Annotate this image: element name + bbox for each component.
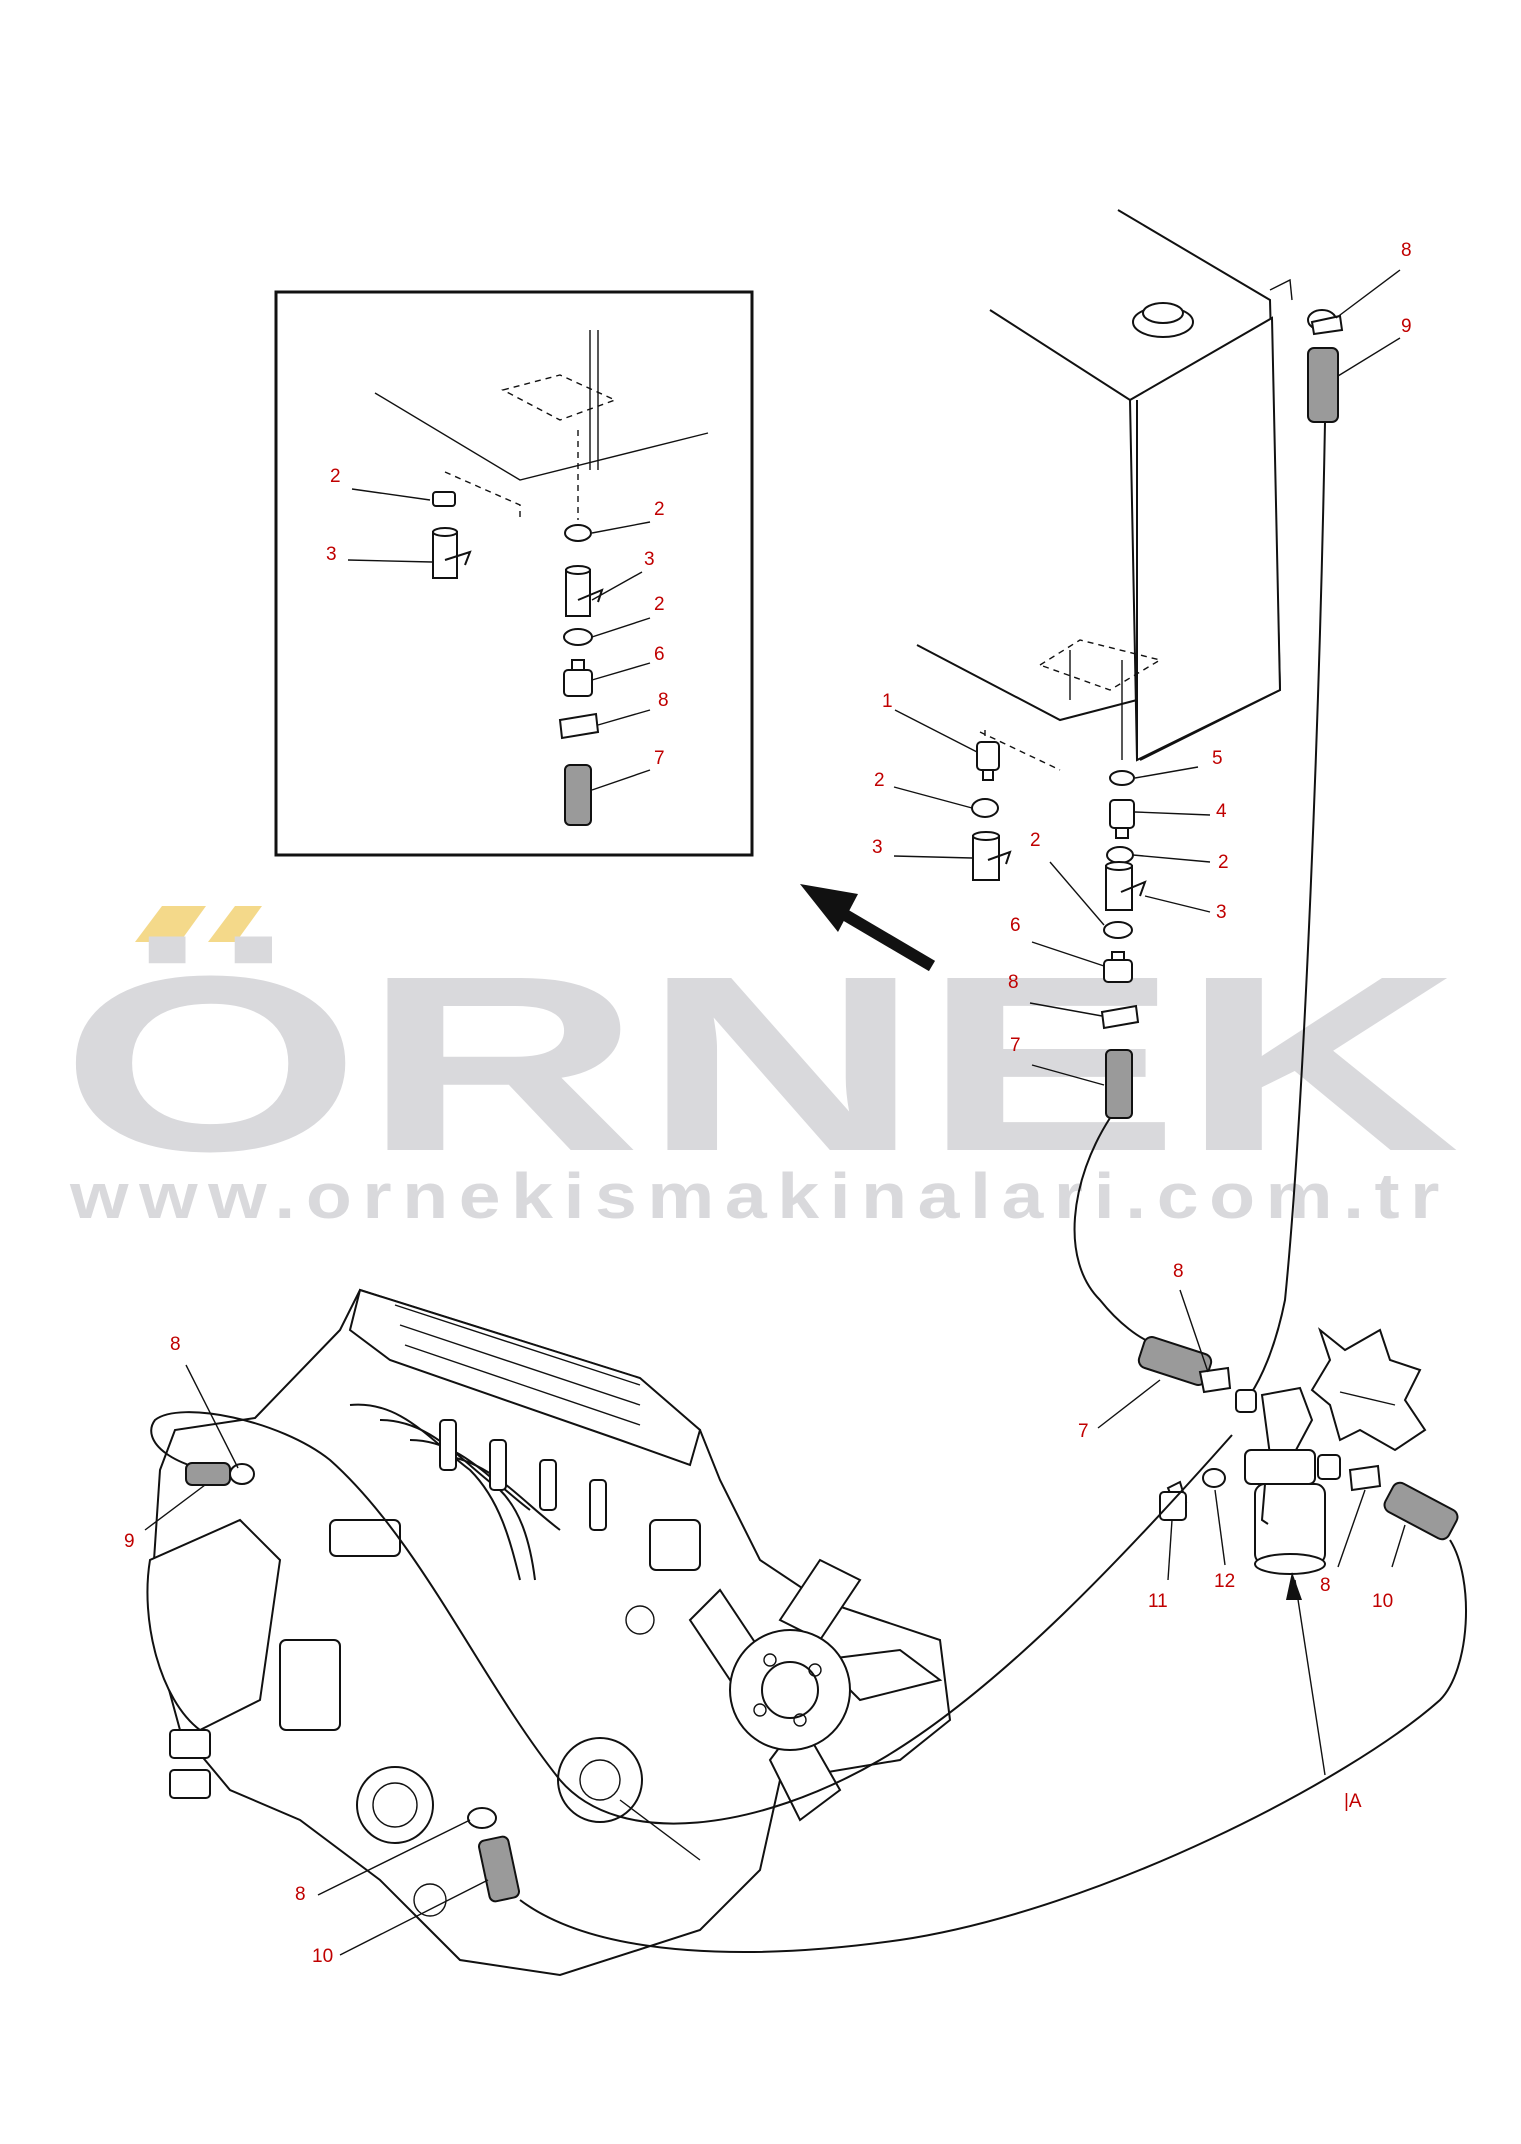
callout-filter-8b: 8 <box>1320 1575 1331 1596</box>
callout-engine-10: 10 <box>312 1946 333 1967</box>
callout-tank-9: 9 <box>1401 316 1412 337</box>
inset-frame <box>274 290 754 857</box>
callout-labels: 2 3 2 3 2 6 8 7 8 9 1 2 3 5 4 2 3 2 6 8 … <box>124 240 1412 1967</box>
callout-inset-7: 7 <box>654 748 665 769</box>
callout-inset-2c: 2 <box>654 594 665 615</box>
watermark-accent-left <box>135 906 206 942</box>
engine-feed-hose <box>477 1835 521 1903</box>
fuel-filter-assembly <box>1137 1327 1459 1575</box>
tank-left-fittings <box>971 741 1012 881</box>
callout-engine-9: 9 <box>124 1531 135 1552</box>
engine-return-hose <box>185 1462 231 1486</box>
callout-tank-2b: 2 <box>1218 852 1229 873</box>
callout-inset-8: 8 <box>658 690 669 711</box>
callout-inset-2b: 2 <box>654 499 665 520</box>
inset-left-fitting <box>432 491 472 579</box>
engine-fan <box>688 1558 943 1822</box>
filter-leaders <box>1097 1289 1406 1776</box>
callout-tank-3b: 3 <box>1216 902 1227 923</box>
callout-tank-3a: 3 <box>872 837 883 858</box>
callout-inset-3b: 3 <box>644 549 655 570</box>
callout-inset-3a: 3 <box>326 544 337 565</box>
callout-engine-8a: 8 <box>170 1334 181 1355</box>
callout-inset-2a: 2 <box>330 466 341 487</box>
callout-engine-8b: 8 <box>295 1884 306 1905</box>
callout-tank-8b: 8 <box>1008 972 1019 993</box>
fuel-tank <box>916 209 1293 771</box>
callout-filter-7: 7 <box>1078 1421 1089 1442</box>
watermark-accent-right <box>208 906 262 942</box>
watermark: ÖRNEK www.ornekismakinalari.com.tr <box>60 906 1460 1232</box>
filter-outlet-hose <box>1383 1481 1459 1541</box>
callout-inset-6: 6 <box>654 644 665 665</box>
filter-bowl <box>1254 1483 1326 1565</box>
inset-leaders <box>347 488 651 791</box>
inset-right-stack <box>558 524 604 826</box>
engine <box>146 1288 952 1977</box>
engine-leaders <box>144 1364 489 1956</box>
callout-filter-11: 11 <box>1148 1591 1168 1612</box>
callout-filter-8a: 8 <box>1173 1261 1184 1282</box>
callout-tank-1: 1 <box>882 691 893 712</box>
callout-filter-10: 10 <box>1372 1591 1393 1612</box>
inset-detail <box>274 290 754 857</box>
engine-oil-filter <box>356 1766 434 1844</box>
callout-tank-6: 6 <box>1010 915 1021 936</box>
callout-tank-5: 5 <box>1212 748 1223 769</box>
detail-arrow <box>800 884 936 972</box>
callout-tank-2a: 2 <box>874 770 885 791</box>
watermark-url: www.ornekismakinalari.com.tr <box>69 1160 1450 1232</box>
engine-hoses <box>150 1411 1468 1953</box>
watermark-brand: ÖRNEK <box>60 924 1460 1203</box>
callout-tank-4: 4 <box>1216 801 1227 822</box>
tank-leaders <box>893 269 1401 1086</box>
callout-tank-8: 8 <box>1401 240 1412 261</box>
callout-filter-12: 12 <box>1214 1571 1235 1592</box>
callout-tank-2c: 2 <box>1030 830 1041 851</box>
return-hose-top <box>1249 309 1344 1396</box>
callout-tank-7: 7 <box>1010 1035 1021 1056</box>
callout-filter-A: |A <box>1344 1791 1362 1812</box>
supply-hose <box>1073 1117 1151 1343</box>
